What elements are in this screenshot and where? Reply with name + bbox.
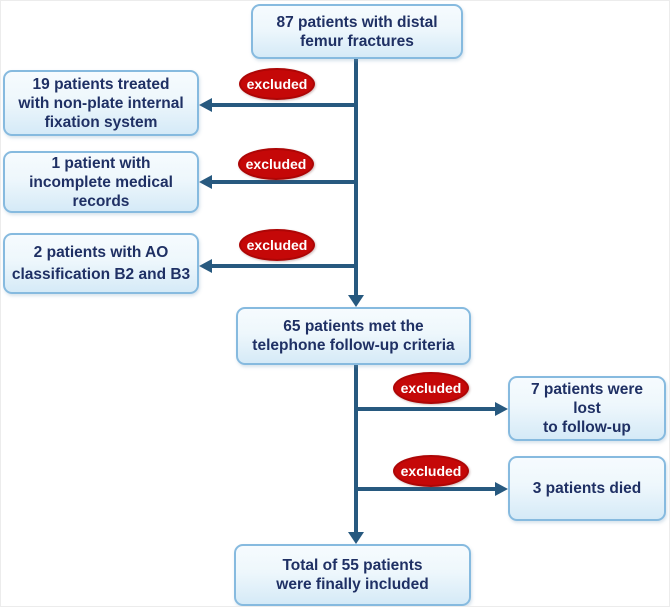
node-excluded-records: 1 patient with incomplete medical record…: [3, 151, 199, 213]
arrow-to-excluded-nonplate: [199, 98, 356, 112]
arrow-to-died: [356, 482, 508, 496]
node-initial-patients-label: 87 patients with distal femur fractures: [276, 13, 438, 50]
excluded-badge-5: excluded: [393, 455, 469, 487]
arrow-to-lost-followup: [356, 402, 508, 416]
arrow-initial-to-criteria: [348, 58, 364, 307]
node-died: 3 patients died: [508, 456, 666, 521]
arrow-criteria-to-final: [348, 365, 364, 544]
node-excluded-ao-label: 2 patients with AO classification B2 and…: [11, 243, 191, 283]
excluded-badge-4: excluded: [393, 372, 469, 404]
excluded-badge-1: excluded: [239, 68, 315, 100]
node-followup-criteria-label: 65 patients met the telephone follow-up …: [252, 318, 455, 354]
node-excluded-nonplate: 19 patients treated with non-plate inter…: [3, 70, 199, 136]
node-initial-patients: 87 patients with distal femur fractures: [251, 4, 463, 59]
node-died-label: 3 patients died: [532, 480, 642, 497]
node-excluded-ao: 2 patients with AO classification B2 and…: [3, 233, 199, 294]
node-excluded-nonplate-label: 19 patients treated with non-plate inter…: [18, 75, 184, 131]
arrow-to-excluded-ao: [199, 259, 356, 273]
node-lost-followup: 7 patients were lost to follow-up: [508, 376, 666, 441]
node-excluded-records-label: 1 patient with incomplete medical record…: [29, 154, 173, 210]
arrow-to-excluded-records: [199, 175, 356, 189]
node-followup-criteria: 65 patients met the telephone follow-up …: [236, 307, 471, 365]
node-final-included: Total of 55 patients were finally includ…: [234, 544, 471, 606]
excluded-badge-3: excluded: [239, 229, 315, 261]
excluded-badge-2: excluded: [238, 148, 314, 180]
node-final-included-label: Total of 55 patients were finally includ…: [276, 557, 429, 593]
node-lost-followup-label: 7 patients were lost to follow-up: [531, 381, 643, 436]
